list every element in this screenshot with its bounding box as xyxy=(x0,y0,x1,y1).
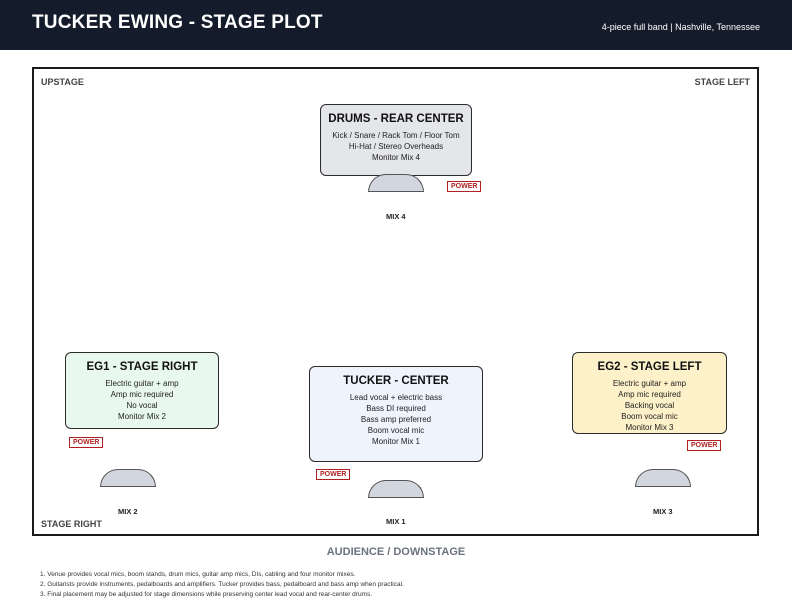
drums-line: Hi-Hat / Stereo Overheads xyxy=(348,142,444,151)
tucker-position-box: TUCKER - CENTER Lead vocal + electric ba… xyxy=(309,366,483,462)
drums-power-drop: POWER xyxy=(447,181,482,192)
page-title: TUCKER EWING - STAGE PLOT xyxy=(32,12,323,33)
eg1-mix-label: MIX 2 xyxy=(118,507,138,516)
upstage-label: UPSTAGE xyxy=(41,77,84,87)
eg1-position-box: EG1 - STAGE RIGHT Electric guitar + amp … xyxy=(65,352,219,429)
tucker-line: Bass DI required xyxy=(366,404,426,413)
eg1-line: No vocal xyxy=(126,401,158,410)
eg2-line: Electric guitar + amp xyxy=(612,379,687,388)
tucker-line: Lead vocal + electric bass xyxy=(349,393,443,402)
tucker-line: Monitor Mix 1 xyxy=(371,437,420,446)
page-subtitle: 4-piece full band | Nashville, Tennessee xyxy=(601,22,760,32)
eg2-title: EG2 - STAGE LEFT xyxy=(597,361,702,373)
eg2-line: Boom vocal mic xyxy=(621,412,678,421)
eg1-line: Monitor Mix 2 xyxy=(117,412,166,421)
tucker-mix-label: MIX 1 xyxy=(386,517,406,526)
tucker-line: Bass amp preferred xyxy=(360,415,432,424)
notes-list: 1. Venue provides vocal mics, boom stand… xyxy=(40,570,404,600)
drums-position-box: DRUMS - REAR CENTER Kick / Snare / Rack … xyxy=(320,104,472,176)
stage-left-label: STAGE LEFT xyxy=(694,77,750,87)
eg1-power-drop: POWER xyxy=(69,437,104,448)
tucker-monitor-wedge xyxy=(368,480,424,498)
note-item: 2. Guitarists provide instruments, pedal… xyxy=(40,581,404,588)
eg2-power-drop: POWER xyxy=(687,440,722,451)
eg1-line: Electric guitar + amp xyxy=(105,379,179,388)
eg2-monitor-wedge xyxy=(635,469,691,487)
drums-line: Kick / Snare / Rack Tom / Floor Tom xyxy=(332,131,460,140)
note-item: 1. Venue provides vocal mics, boom stand… xyxy=(40,571,356,578)
eg1-title: EG1 - STAGE RIGHT xyxy=(86,361,198,373)
eg2-mix-label: MIX 3 xyxy=(653,507,673,516)
stage-right-label: STAGE RIGHT xyxy=(41,519,102,529)
audience-label: AUDIENCE / DOWNSTAGE xyxy=(326,546,466,558)
eg2-position-box: EG2 - STAGE LEFT Electric guitar + amp A… xyxy=(572,352,727,434)
drums-title: DRUMS - REAR CENTER xyxy=(328,113,464,125)
drums-line: Monitor Mix 4 xyxy=(371,153,420,162)
tucker-line: Boom vocal mic xyxy=(367,426,425,435)
drums-mix-label: MIX 4 xyxy=(386,212,406,221)
drums-monitor-wedge xyxy=(368,174,424,192)
eg2-line: Amp mic required xyxy=(618,390,681,399)
eg2-line: Monitor Mix 3 xyxy=(625,423,674,432)
eg1-monitor-wedge xyxy=(100,469,156,487)
note-item: 3. Final placement may be adjusted for s… xyxy=(40,591,373,598)
header-bar: TUCKER EWING - STAGE PLOT 4-piece full b… xyxy=(0,0,792,50)
eg2-line: Backing vocal xyxy=(624,401,675,410)
tucker-title: TUCKER - CENTER xyxy=(343,375,449,387)
stage-area: UPSTAGE STAGE LEFT STAGE RIGHT xyxy=(32,67,759,536)
eg1-line: Amp mic required xyxy=(110,390,174,399)
tucker-power-drop: POWER xyxy=(316,469,351,480)
